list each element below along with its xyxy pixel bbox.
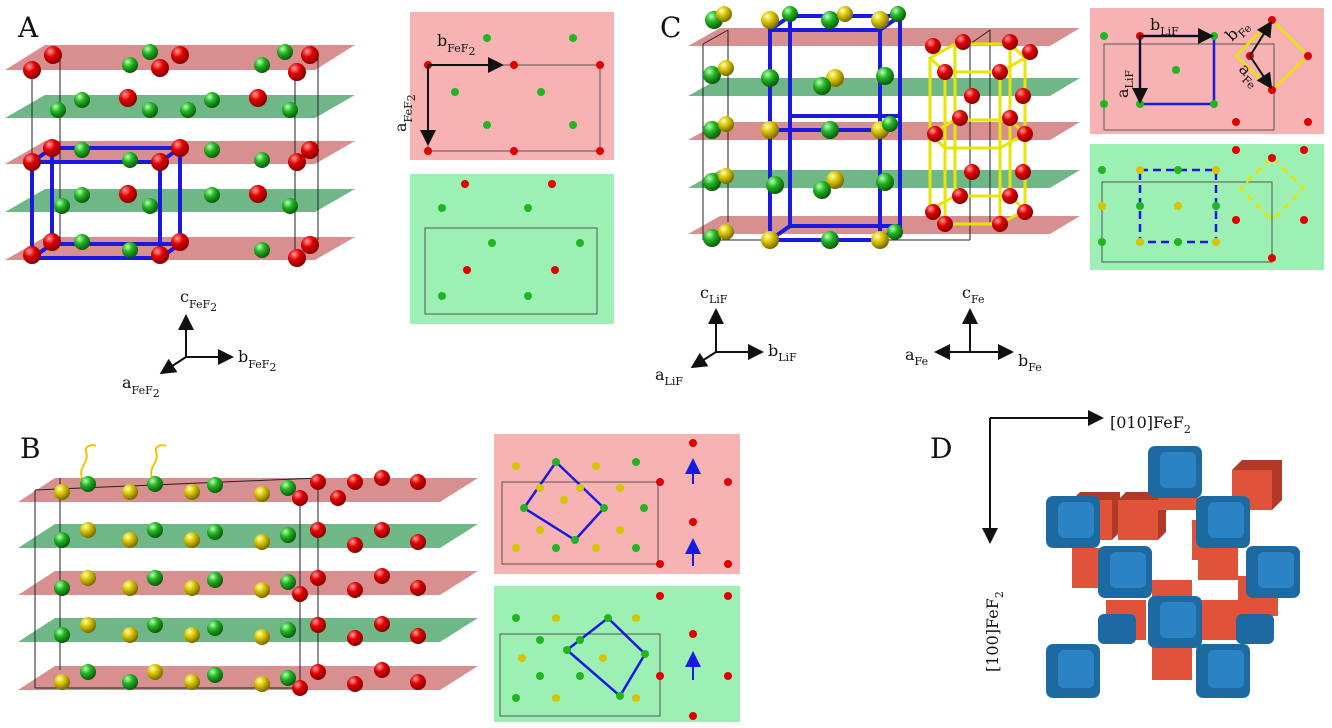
magnetic-chain-2 [150,444,167,479]
axes-lif-triad: cLiF bLiF aLiF [655,283,797,388]
axis-label-c-fef2: cFeF2 [180,287,217,314]
panel-b-atoms-row5 [54,662,426,696]
panel-d-y-label: [100]FeF2 [983,591,1006,672]
panel-d-axes: [010]FeF2 [100]FeF2 [982,410,1191,672]
inset-a-a-label: aFeF2 [391,94,418,132]
panel-d-cube-lattice [1046,446,1300,698]
atoms-red [23,46,319,267]
axis-label-c-fe: cFe [962,283,985,306]
axis-label-b-lif: bLiF [768,341,797,364]
axes-fef2-triad: cFeF2 bFeF2 aFeF2 [122,287,276,400]
axis-label-a-fef2: aFeF2 [122,373,160,400]
panel-b-atoms-row4 [54,616,426,646]
axis-label-a-fe: aFe [905,345,928,368]
axis-label-c-lif: cLiF [700,283,728,306]
panel-c-inset-green [1090,144,1324,270]
axis-label-b-fe: bFe [1018,351,1042,374]
panel-b-atoms-row1 [54,470,426,506]
inset-c-a-lif-label: aLiF [1113,70,1136,98]
panel-d-x-label: [010]FeF2 [1110,413,1191,436]
axis-label-b-fef2: bFeF2 [238,347,276,374]
panel-c-atoms-fe [925,34,1038,232]
inset-c-b-lif-label: bLiF [1150,15,1179,38]
panel-b-structure [18,444,478,696]
panel-label-b: B [20,432,41,465]
magnetic-chain-1 [80,444,97,479]
panel-b-atoms-row3 [54,568,426,602]
panel-a-inset-pink: bFeF2 aFeF2 [391,12,614,160]
panel-b-inset-pink [494,434,740,574]
atoms-green [50,44,298,258]
axis-label-a-lif: aLiF [655,365,683,388]
panel-c-atoms-lif [703,6,906,249]
panel-label-d: D [930,432,953,465]
panel-label-c: C [660,11,682,44]
panel-b-inset-green [494,586,740,722]
panel-a-structure [5,44,355,267]
panel-a-inset-green [410,174,614,324]
panel-label-a: A [18,11,39,44]
axes-fe-triad: cFe bFe aFe [905,283,1042,374]
panel-c-structure [688,6,1080,249]
panel-c-inset-pink: bLiF aLiF bFe aFe [1090,8,1324,134]
panel-b-atoms-row2 [54,522,426,553]
green-plane [5,95,355,118]
inset-a-b-label: bFeF2 [437,31,475,58]
blue-cubes [1046,446,1300,698]
